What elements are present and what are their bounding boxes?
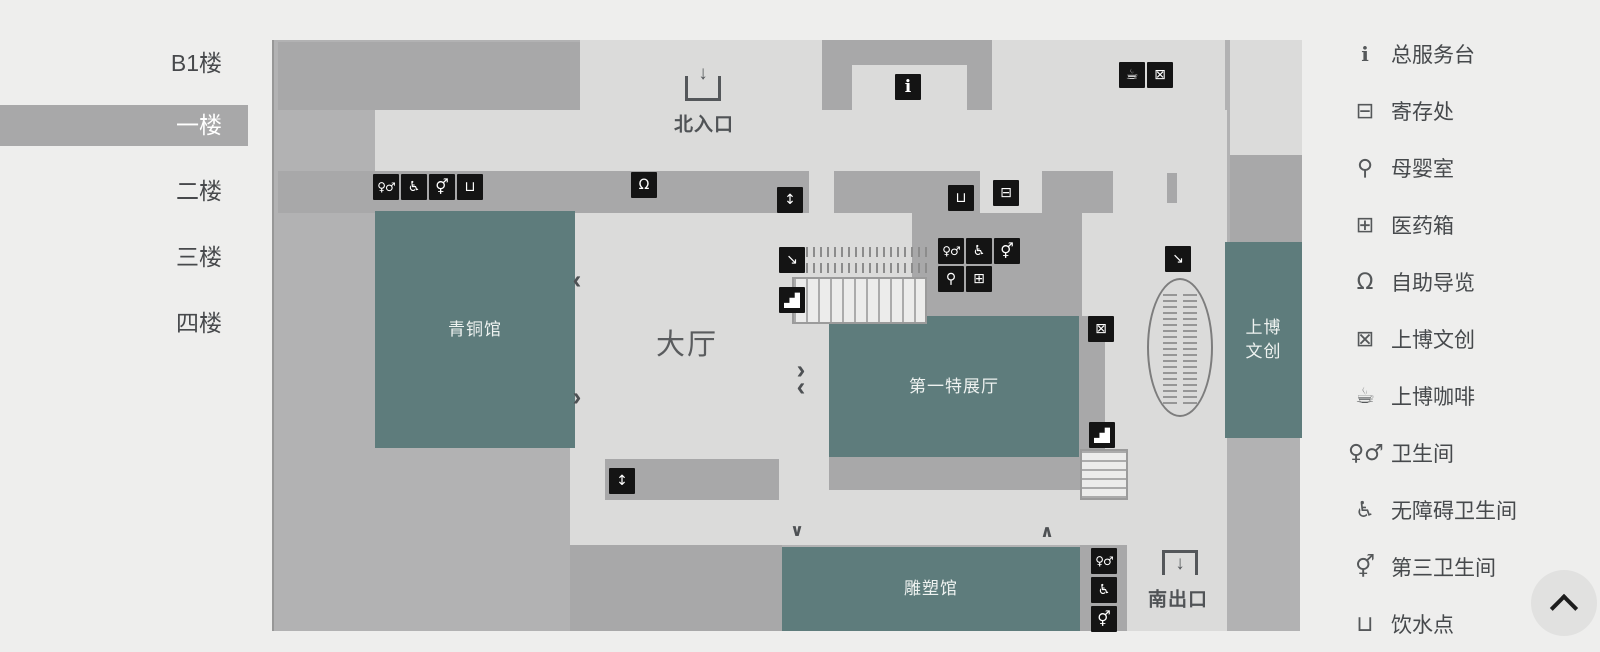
- nursery-icon: ⚲: [938, 266, 964, 292]
- legend-item-locker: ⊟ 寄存处: [1348, 96, 1454, 126]
- headphones-icon: Ω: [1356, 269, 1374, 295]
- medkit-icon: ⊞: [966, 266, 992, 292]
- stairs-icon: [779, 287, 805, 313]
- chevron-up-icon: [1549, 593, 1579, 623]
- legend-label: 医药箱: [1391, 215, 1454, 238]
- down-arrow-icon: ↓: [698, 63, 708, 84]
- family-icon: ⚥: [1355, 554, 1375, 580]
- down-arrow-icon: ↓: [1175, 553, 1185, 574]
- legend-label: 第三卫生间: [1391, 557, 1496, 580]
- locker-icon: ⊟: [1355, 98, 1375, 124]
- corridor: [278, 42, 580, 110]
- info-icon: i: [1361, 42, 1369, 66]
- corridor-gap: [809, 171, 834, 213]
- elevator-icon: ↕: [609, 468, 635, 494]
- floor-area: [1230, 40, 1302, 155]
- legend-item-accessible: ♿ 无障碍卫生间: [1348, 495, 1517, 525]
- legend-item-headphones: Ω 自助导览: [1348, 267, 1475, 297]
- legend-item-water: ⊔ 饮水点: [1348, 609, 1454, 639]
- door-marker-icon: ›: [796, 354, 806, 385]
- corridor: [1230, 155, 1302, 242]
- door-marker-icon: ›: [572, 381, 582, 412]
- water-icon: ⊔: [457, 174, 483, 200]
- legend-label: 总服务台: [1391, 44, 1475, 67]
- floor-map: 青铜馆第一特展厅上博文创雕塑馆 ♀♂♿⚥⊔Ω↕⊔⊟↘♀♂♿⚥⚲⊞⊠↘♀♂♿⚥↕i…: [272, 40, 1302, 632]
- locker-icon: ⊟: [993, 180, 1019, 206]
- legend-item-family: ⚥ 第三卫生间: [1348, 552, 1496, 582]
- sidebar-floor-5[interactable]: 四楼: [176, 310, 222, 336]
- headphones-icon: Ω: [631, 172, 657, 198]
- north-entrance-label: 北入口: [673, 114, 735, 136]
- accessible-icon: ♿: [401, 174, 427, 200]
- legend-label: 母婴室: [1391, 158, 1454, 181]
- medkit-icon: ⊞: [1355, 212, 1375, 238]
- door-marker-icon: ‹: [796, 371, 806, 402]
- legend-label: 上博文创: [1391, 329, 1475, 352]
- gift-icon: ⊠: [1355, 326, 1375, 352]
- legend-item-info: i 总服务台: [1348, 39, 1475, 69]
- selected-floor-highlight: [0, 105, 248, 146]
- corridor: [570, 545, 782, 631]
- restroom-icon: ♀♂: [1091, 548, 1117, 574]
- legend-label: 寄存处: [1391, 101, 1454, 124]
- accessible-icon: ♿: [1091, 577, 1117, 603]
- legend-label: 饮水点: [1391, 614, 1454, 637]
- elevator-icon: ↕: [777, 187, 803, 213]
- accessible-icon: ♿: [1355, 497, 1375, 523]
- sidebar-floor-1[interactable]: B1楼: [170, 50, 222, 76]
- legend-label: 无障碍卫生间: [1391, 500, 1517, 523]
- scroll-top-button[interactable]: [1531, 570, 1597, 636]
- room-special1: 第一特展厅: [829, 316, 1079, 457]
- water-icon: ⊔: [948, 185, 974, 211]
- south-exit-icon: ↓: [1162, 550, 1198, 575]
- floor-area: [375, 110, 1225, 171]
- restroom-icon: ♀♂: [938, 238, 964, 264]
- hall-label: 大厅: [655, 329, 719, 361]
- room-sculpture: 雕塑馆: [782, 547, 1080, 631]
- door-marker-icon: ∨: [790, 521, 804, 540]
- wall-strip: [829, 457, 1105, 490]
- floor-area: [992, 40, 1225, 110]
- legend-item-coffee: ☕ 上博咖啡: [1348, 381, 1475, 411]
- north-entrance-icon: ↓: [685, 63, 721, 101]
- legend-label: 上博咖啡: [1391, 386, 1475, 409]
- sidebar-floor-2[interactable]: 一楼: [176, 112, 222, 138]
- door-marker-icon: ∧: [1040, 522, 1054, 541]
- family-icon: ⚥: [994, 238, 1020, 264]
- nursery-icon: ⚲: [1356, 155, 1374, 181]
- family-icon: ⚥: [1091, 606, 1117, 632]
- accessible-icon: ♿: [966, 238, 992, 264]
- legend-item-medkit: ⊞ 医药箱: [1348, 210, 1454, 240]
- gift-icon: ⊠: [1147, 62, 1173, 88]
- south-exit-label: 南出口: [1147, 589, 1209, 611]
- escalator-icon: ↘: [1165, 246, 1191, 272]
- legend-item-nursery: ⚲ 母婴室: [1348, 153, 1454, 183]
- coffee-icon: ☕: [1355, 383, 1375, 409]
- wall-segment: [1167, 173, 1177, 203]
- family-icon: ⚥: [429, 174, 455, 200]
- legend-item-restroom: ♀♂ 卫生间: [1348, 438, 1454, 468]
- escalator-drawing: [792, 245, 930, 275]
- info-icon: i: [895, 74, 921, 100]
- staircase-drawing: [792, 277, 927, 324]
- staircase-drawing: [1080, 449, 1128, 500]
- sidebar-floor-3[interactable]: 二楼: [176, 178, 222, 204]
- coffee-icon: ☕: [1119, 62, 1145, 88]
- service-block: [912, 213, 1082, 316]
- sidebar-floor-4[interactable]: 三楼: [176, 244, 222, 270]
- gift-icon: ⊠: [1088, 316, 1114, 342]
- spiral-escalator-drawing: [1147, 278, 1213, 417]
- restroom-icon: ♀♂: [373, 174, 399, 200]
- door-marker-icon: ‹: [572, 264, 582, 295]
- room-bronze: 青铜馆: [375, 211, 575, 448]
- legend-label: 自助导览: [1391, 272, 1475, 295]
- room-shop: 上博文创: [1225, 242, 1302, 438]
- legend-item-gift: ⊠ 上博文创: [1348, 324, 1475, 354]
- escalator-icon: ↘: [779, 247, 805, 273]
- legend-label: 卫生间: [1391, 443, 1454, 466]
- stairs-icon: [1089, 422, 1115, 448]
- water-icon: ⊔: [1356, 611, 1374, 637]
- restroom-icon: ♀♂: [1348, 440, 1384, 466]
